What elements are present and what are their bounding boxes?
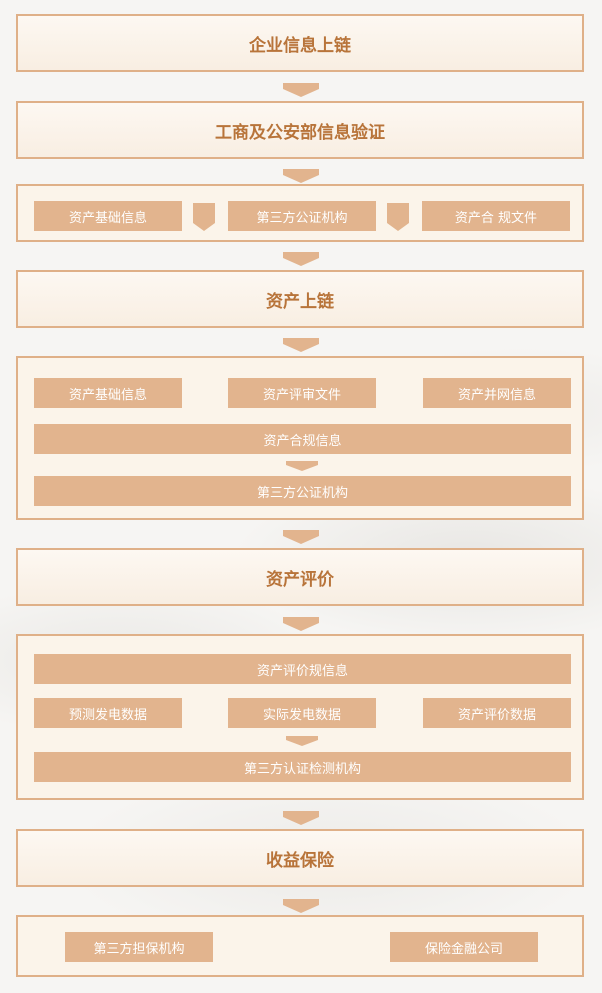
item-label: 第三方公证机构 bbox=[256, 485, 348, 501]
stage-revenue-insurance: 收益保险 bbox=[16, 829, 584, 887]
item-asset-review-docs: 资产评审文件 bbox=[228, 378, 376, 408]
item-label: 第三方认证检测机构 bbox=[243, 761, 361, 777]
chevron-down-icon bbox=[286, 461, 318, 471]
stage-title: 企业信息上链 bbox=[249, 35, 351, 56]
chevron-down-icon bbox=[283, 169, 319, 183]
stage-asset-evaluation: 资产评价 bbox=[16, 548, 584, 606]
item-label: 资产评价规信息 bbox=[256, 663, 348, 679]
item-label: 资产评价数据 bbox=[457, 707, 536, 723]
item-label: 第三方公证机构 bbox=[256, 210, 348, 226]
item-label: 预测发电数据 bbox=[68, 707, 147, 723]
item-third-party-notary: 第三方公证机构 bbox=[228, 201, 376, 231]
item-forecast-generation-data: 预测发电数据 bbox=[34, 698, 182, 728]
item-asset-compliance-docs: 资产合 规文件 bbox=[422, 201, 570, 231]
stage-asset-onchain: 资产上链 bbox=[16, 270, 584, 328]
item-label: 资产合 规文件 bbox=[454, 210, 538, 226]
item-label: 实际发电数据 bbox=[262, 707, 341, 723]
stage-title: 收益保险 bbox=[266, 850, 334, 871]
down-tab-icon bbox=[193, 203, 215, 231]
item-asset-evaluation-data: 资产评价数据 bbox=[423, 698, 571, 728]
chevron-down-icon bbox=[283, 338, 319, 352]
item-third-party-guarantor: 第三方担保机构 bbox=[65, 932, 213, 962]
chevron-down-icon bbox=[283, 252, 319, 266]
chevron-down-icon bbox=[283, 617, 319, 631]
stage-title: 资产评价 bbox=[266, 569, 334, 590]
item-actual-generation-data: 实际发电数据 bbox=[228, 698, 376, 728]
stage-title: 工商及公安部信息验证 bbox=[215, 122, 385, 143]
item-label: 资产评审文件 bbox=[262, 387, 341, 403]
chevron-down-icon bbox=[283, 811, 319, 825]
stage-title: 资产上链 bbox=[266, 291, 334, 312]
item-asset-basic-info: 资产基础信息 bbox=[34, 201, 182, 231]
stage-business-police-verify: 工商及公安部信息验证 bbox=[16, 101, 584, 159]
item-label: 资产基础信息 bbox=[68, 210, 147, 226]
item-label: 资产并网信息 bbox=[457, 387, 536, 403]
down-tab-icon bbox=[387, 203, 409, 231]
stage-asset-onchain-details: 资产基础信息 资产评审文件 资产并网信息 资产合规信息 第三方公证机构 bbox=[16, 356, 584, 520]
item-asset-basic-info: 资产基础信息 bbox=[34, 378, 182, 408]
chevron-down-icon bbox=[283, 83, 319, 97]
item-third-party-notary: 第三方公证机构 bbox=[34, 476, 571, 506]
chevron-down-icon bbox=[283, 899, 319, 913]
chevron-down-icon bbox=[283, 530, 319, 544]
item-label: 第三方担保机构 bbox=[93, 941, 185, 957]
item-insurance-finance-company: 保险金融公司 bbox=[390, 932, 538, 962]
item-asset-compliance-info: 资产合规信息 bbox=[34, 424, 571, 454]
stage-insurance-parties: 第三方担保机构 保险金融公司 bbox=[16, 915, 584, 977]
stage-asset-evaluation-details: 资产评价规信息 预测发电数据 实际发电数据 资产评价数据 第三方认证检测机构 bbox=[16, 634, 584, 800]
stage-asset-docs-panel: 资产基础信息 第三方公证机构 资产合 规文件 bbox=[16, 184, 584, 242]
stage-enterprise-onchain: 企业信息上链 bbox=[16, 14, 584, 72]
item-label: 资产基础信息 bbox=[68, 387, 147, 403]
chevron-down-icon bbox=[286, 736, 318, 746]
item-asset-evaluation-rules: 资产评价规信息 bbox=[34, 654, 571, 684]
item-asset-grid-info: 资产并网信息 bbox=[423, 378, 571, 408]
item-third-party-certification: 第三方认证检测机构 bbox=[34, 752, 571, 782]
item-label: 保险金融公司 bbox=[424, 941, 503, 957]
item-label: 资产合规信息 bbox=[263, 433, 342, 449]
